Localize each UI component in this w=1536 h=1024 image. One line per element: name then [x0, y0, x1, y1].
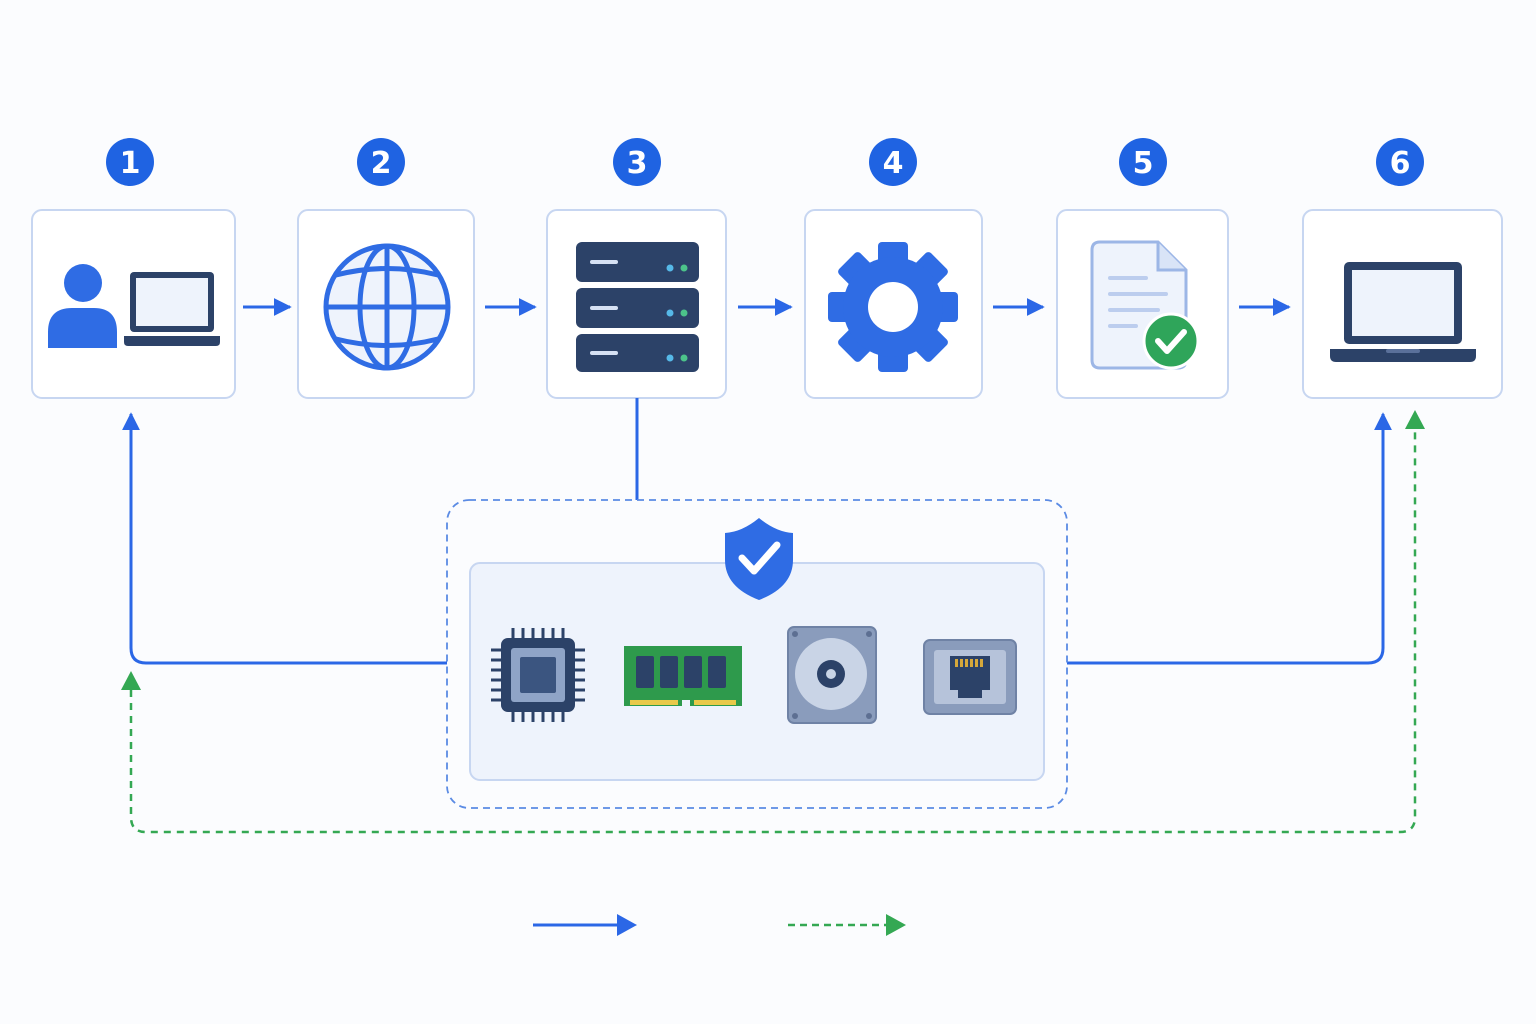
verified-document-icon — [1090, 240, 1200, 370]
legend — [533, 914, 906, 936]
hard-drive-icon — [787, 626, 877, 724]
hardware-to-step1-path — [122, 412, 447, 665]
hardware-to-step6-path — [1067, 412, 1392, 665]
legend-dashed-arrowhead — [886, 914, 906, 936]
feedback-arrowhead-left — [121, 671, 141, 690]
step-number: 4 — [883, 146, 904, 181]
legend-solid-arrowhead — [617, 914, 637, 936]
server-rack-icon — [576, 242, 699, 372]
step-badge-6: 6 — [1376, 138, 1424, 186]
step-number: 2 — [371, 146, 392, 181]
step-number: 6 — [1390, 146, 1411, 181]
step-badge-2: 2 — [357, 138, 405, 186]
step-badge-1: 1 — [106, 138, 154, 186]
ram-module-icon — [624, 646, 742, 706]
step-badge-4: 4 — [869, 138, 917, 186]
gear-icon — [828, 242, 958, 372]
feedback-arrowhead-right — [1405, 410, 1425, 429]
step-badge-3: 3 — [613, 138, 661, 186]
ethernet-port-icon — [923, 639, 1017, 715]
step-number: 1 — [120, 146, 141, 181]
laptop-icon — [1330, 262, 1476, 362]
step-number: 5 — [1133, 146, 1154, 181]
cpu-chip-icon — [491, 628, 585, 722]
user-with-laptop-icon — [48, 264, 220, 348]
shield-check-icon — [725, 518, 793, 600]
globe-icon — [323, 243, 451, 371]
step-number: 3 — [627, 146, 648, 181]
step-badge-5: 5 — [1119, 138, 1167, 186]
feedback-loop-path — [129, 420, 1417, 834]
